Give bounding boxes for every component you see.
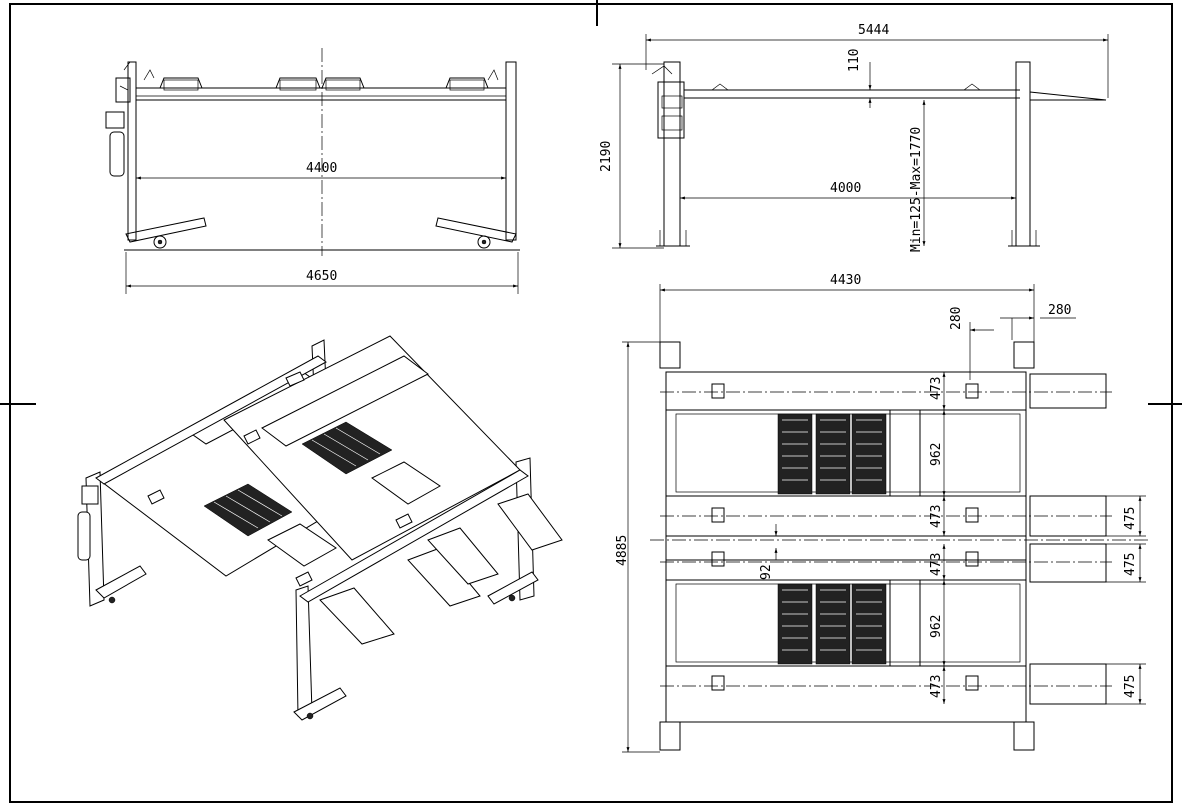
top-post-fl [659, 341, 681, 369]
top-post-fr [1013, 341, 1035, 369]
dim-475-2: 475 [1123, 553, 1138, 576]
dim-4430: 4430 [830, 273, 861, 288]
side-ramp [1029, 91, 1107, 101]
dim-280-left: 280 [949, 307, 964, 330]
dim-92: 92 [759, 564, 774, 580]
top-post-rl [659, 721, 681, 751]
iso-post-fl [85, 471, 105, 607]
top-frame [665, 371, 1027, 723]
dim-4000: 4000 [830, 181, 861, 196]
drip-tray-bottom [777, 583, 887, 665]
iso-post-rl [295, 585, 313, 717]
front-right-ramp [435, 217, 517, 243]
dim-5444: 5444 [858, 23, 889, 38]
dim-2190: 2190 [599, 141, 614, 172]
dim-4650: 4650 [306, 269, 337, 284]
dim-473-b: 473 [929, 505, 944, 528]
dim-4400: 4400 [306, 161, 337, 176]
dim-4885: 4885 [615, 535, 630, 566]
front-left-post [127, 61, 137, 241]
dim-473-d: 473 [929, 675, 944, 698]
dim-473-c: 473 [929, 553, 944, 576]
dim-962-top: 962 [929, 443, 944, 466]
front-beam [135, 87, 507, 101]
oil-tank [109, 131, 125, 177]
top-post-rr [1013, 721, 1035, 751]
iso-ramp-1 [319, 587, 395, 645]
dim-475-3: 475 [1123, 675, 1138, 698]
top-view: 4430 280 280 4885 473 962 473 473 962 47… [615, 273, 1150, 753]
front-right-post [505, 61, 517, 241]
iso-ramp-3 [497, 493, 563, 551]
dim-962-bottom: 962 [929, 615, 944, 638]
power-unit [115, 77, 131, 103]
dim-475-1: 475 [1123, 507, 1138, 530]
dim-473-a: 473 [929, 377, 944, 400]
front-view: 4400 4650 [105, 48, 520, 294]
dim-110: 110 [847, 49, 862, 72]
side-left-post [663, 61, 681, 247]
top-ramp-4 [1029, 663, 1107, 705]
side-view: 5444 110 2190 4000 Min=125-Max=1770 [599, 23, 1109, 252]
dim-lift-range: Min=125-Max=1770 [909, 127, 924, 252]
iso-ramp-2 [407, 547, 481, 607]
iso-tray-left [203, 483, 293, 537]
isometric-view [77, 335, 563, 721]
top-ramp-3 [1029, 543, 1107, 583]
iso-tray-right [301, 421, 393, 475]
drip-tray-top [777, 413, 887, 495]
dim-280-right: 280 [1048, 303, 1071, 318]
front-left-ramp [125, 217, 207, 243]
iso-oil-tank [77, 511, 91, 561]
top-ramp-1 [1029, 373, 1107, 409]
